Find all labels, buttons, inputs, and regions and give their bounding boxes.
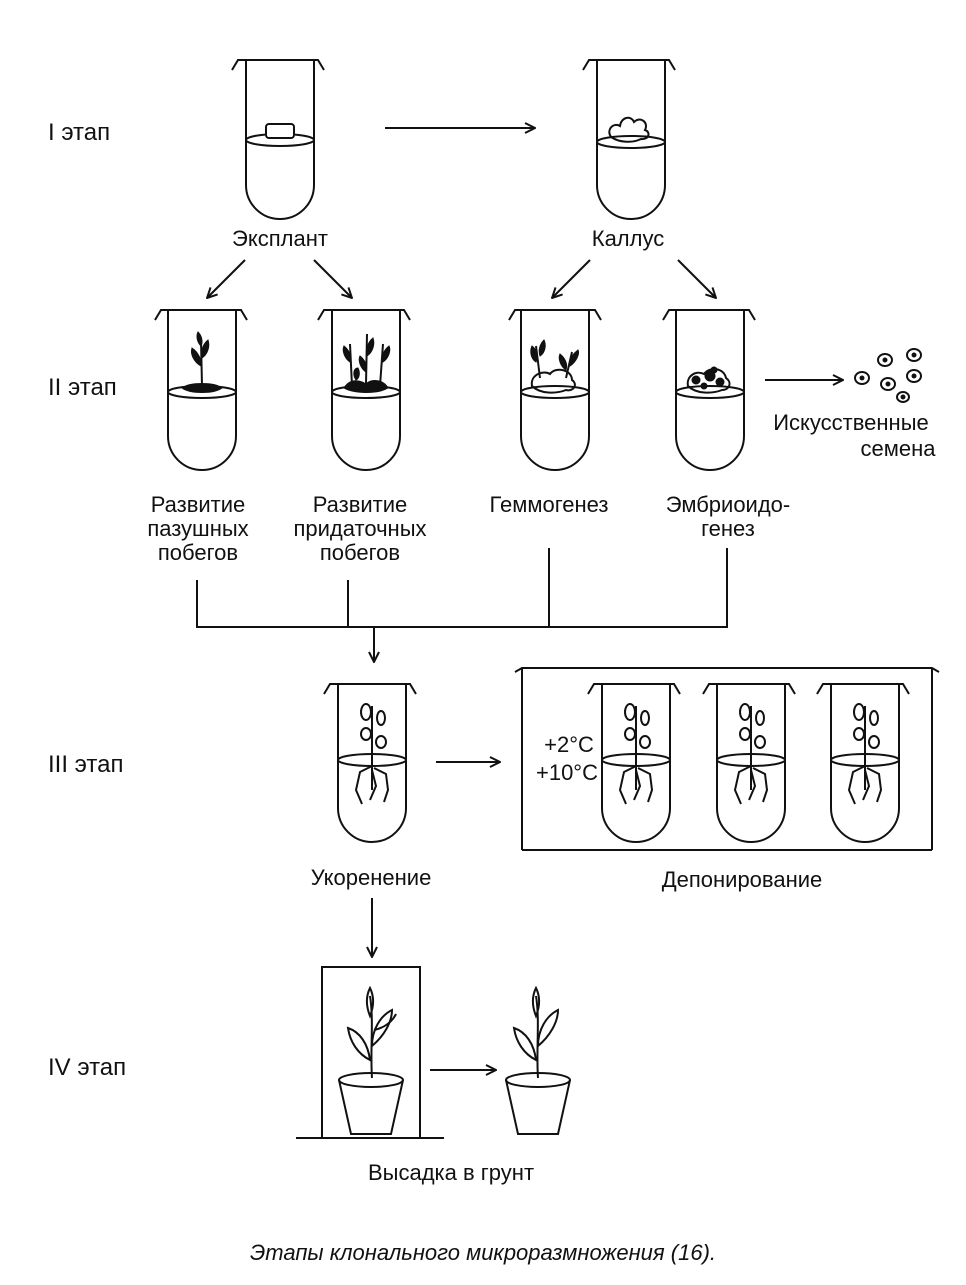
axillary-label-line1: Развитие xyxy=(151,492,246,517)
adventitious-label-line2: придаточных xyxy=(293,516,426,541)
rooting-label: Укоренение xyxy=(311,865,432,890)
stage-4-label: IV этап xyxy=(48,1054,126,1081)
explant-test-tube xyxy=(231,59,325,220)
stage-2-label: II этап xyxy=(48,374,117,401)
callus-label: Каллус xyxy=(592,226,664,251)
greenhouse-frame xyxy=(296,966,444,1139)
adventitious-shoots-tube xyxy=(317,309,411,471)
arrow-callus-gemmogenesis xyxy=(552,259,591,298)
artificial-seeds-label-line2: семена xyxy=(861,436,937,461)
planting-label: Высадка в грунт xyxy=(368,1160,534,1185)
deposition-tube-2 xyxy=(702,683,796,843)
potted-plant-in-soil xyxy=(505,985,571,1135)
axillary-label-line2: пазушных xyxy=(147,516,248,541)
potted-plant-in-greenhouse xyxy=(338,985,404,1135)
artificial-seeds-icon xyxy=(854,348,922,403)
callus-test-tube xyxy=(582,59,676,220)
embryoidogenesis-label-line1: Эмбриоидо- xyxy=(666,492,791,517)
deposition-chamber xyxy=(514,667,940,851)
temperature-high-label: +10°C xyxy=(536,760,598,785)
arrow-explant-axillary xyxy=(207,259,246,298)
arrow-callus-embryoidogenesis xyxy=(677,259,716,298)
gemmogenesis-label: Геммогенез xyxy=(490,492,609,517)
embryoidogenesis-label-line2: генез xyxy=(701,516,755,541)
deposition-tube-1 xyxy=(587,683,681,843)
explant-piece xyxy=(265,123,295,139)
adventitious-label-line3: побегов xyxy=(320,540,400,565)
embryoidogenesis-tube xyxy=(662,309,756,471)
axillary-shoots-tube xyxy=(154,309,248,471)
callus-mass xyxy=(608,116,650,143)
merge-connector xyxy=(196,548,728,628)
deposition-tube-3 xyxy=(816,683,910,843)
axillary-label-line3: побегов xyxy=(158,540,238,565)
gemmogenesis-tube xyxy=(508,309,602,471)
stage-1-label: I этап xyxy=(48,119,110,146)
stage-3-label: III этап xyxy=(48,751,123,778)
temperature-low-label: +2°C xyxy=(544,732,594,757)
artificial-seeds-label-line1: Искусственные xyxy=(773,410,929,435)
explant-label: Эксплант xyxy=(232,226,328,251)
arrow-explant-adventitious xyxy=(313,259,352,298)
rooting-tube xyxy=(323,683,417,843)
deposition-label: Депонирование xyxy=(662,867,823,892)
figure-caption: Этапы клонального микроразмножения (16). xyxy=(250,1240,716,1265)
adventitious-label-line1: Развитие xyxy=(313,492,408,517)
